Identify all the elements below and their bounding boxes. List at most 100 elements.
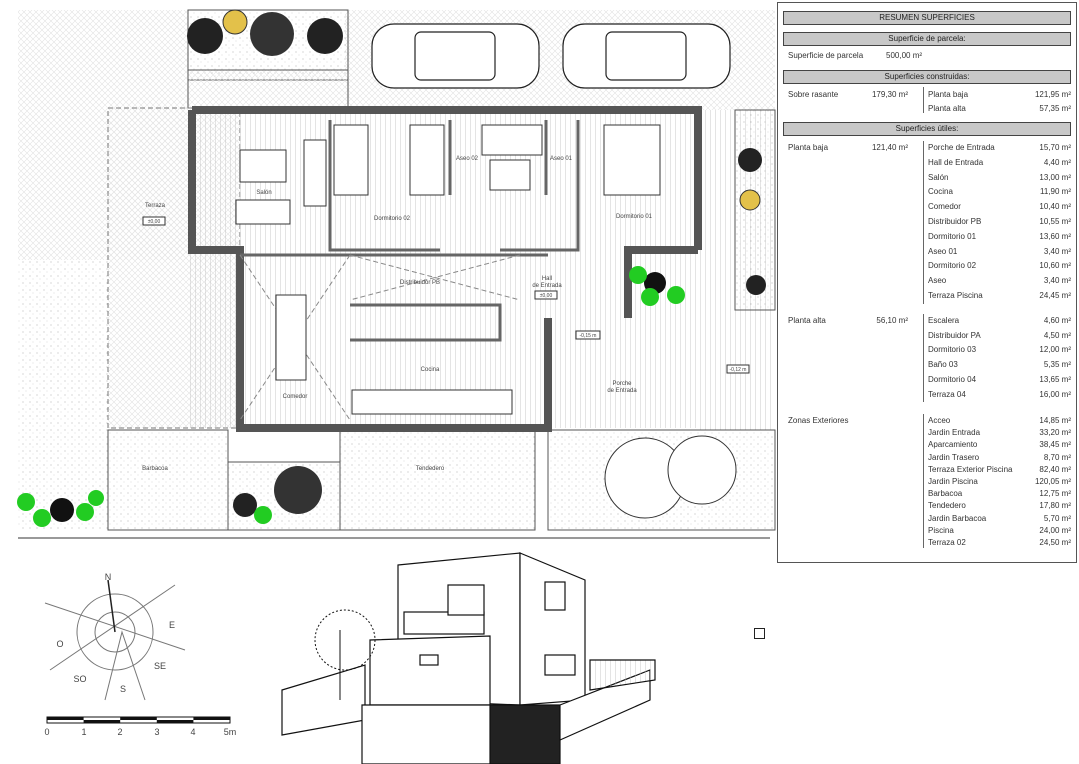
construidas-item-name: Planta alta (928, 104, 966, 113)
room-label: Aseo 01 (550, 156, 573, 162)
surface-item-value: 16,00 m² (1039, 389, 1071, 399)
compass-n: N (105, 572, 112, 582)
surface-item-value: 5,70 m² (1043, 513, 1071, 523)
car-icon (371, 23, 540, 89)
scale-bar (46, 716, 231, 724)
surface-item-value: 4,50 m² (1043, 330, 1071, 340)
house-perspective-sketch (281, 552, 656, 764)
group-label: Zonas Exteriores (788, 416, 849, 425)
room-label: Salón (256, 190, 271, 196)
parcela-header: Superficie de parcela: (783, 32, 1071, 46)
surface-item-value: 8,70 m² (1043, 452, 1071, 462)
checkbox[interactable] (754, 628, 765, 639)
group-total: 121,40 m² (871, 143, 908, 152)
surface-item-value: 24,00 m² (1039, 525, 1071, 535)
surface-item-name: Dormitorio 04 (928, 374, 977, 384)
parcela-label: Superficie de parcela (788, 51, 864, 60)
surface-item-name: Dormitorio 01 (928, 231, 977, 241)
surface-item-value: 3,40 m² (1043, 276, 1071, 286)
compass-e: E (169, 620, 175, 630)
level-mark: ±0,00 (148, 219, 161, 225)
surface-item-value: 3,40 m² (1043, 246, 1071, 256)
scale-tick: 3 (154, 727, 159, 737)
surface-item-name: Cocina (928, 187, 953, 197)
scale-tick: 0 (44, 727, 49, 737)
surface-item-name: Jardin Entrada (928, 428, 981, 438)
surface-item-name: Terraza 04 (928, 389, 966, 399)
surface-item-name: Dormitorio 03 (928, 345, 977, 355)
barbacoa-area (107, 429, 229, 531)
construidas-item-value: 57,35 m² (1039, 104, 1071, 113)
tree-icon (17, 9, 766, 527)
surface-item-value: 38,45 m² (1039, 440, 1071, 450)
summary-title: RESUMEN SUPERFICIES (783, 11, 1071, 25)
surface-item-value: 10,40 m² (1039, 202, 1071, 212)
room-label: Cocina (421, 367, 440, 373)
scale-tick: 1 (81, 727, 86, 737)
surface-item-value: 4,60 m² (1043, 316, 1071, 325)
level-mark: -0,15 m (580, 333, 597, 339)
compass-s: S (120, 684, 126, 694)
compass-so: SO (73, 674, 86, 684)
room-label: de Entrada (607, 388, 637, 394)
walls (188, 106, 702, 432)
surface-item-name: Distribuidor PB (928, 217, 982, 226)
room-label: Porche (612, 381, 632, 387)
surface-summary-table: RESUMEN SUPERFICIES Superficie de parcel… (777, 2, 1077, 563)
surface-item-name: Tendedero (928, 501, 966, 511)
surface-item-name: Terraza Piscina (928, 291, 983, 300)
surface-item-name: Piscina (928, 525, 954, 535)
construidas-label: Sobre rasante (788, 90, 839, 99)
surface-item-value: 5,35 m² (1043, 360, 1071, 370)
surface-item-name: Hall de Entrada (928, 157, 984, 167)
surface-item-name: Jardin Trasero (928, 452, 980, 462)
surface-item-name: Jardin Barbacoa (928, 513, 987, 523)
compass-rose (44, 579, 186, 701)
surface-item-value: 13,65 m² (1039, 374, 1071, 384)
scale-tick: 4 (190, 727, 195, 737)
tree-icon (314, 609, 376, 700)
compass-o: O (56, 639, 63, 649)
compass-se: SE (154, 661, 166, 671)
surface-item-value: 12,00 m² (1039, 345, 1071, 355)
room-label: Terraza (145, 203, 166, 209)
surface-item-value: 13,00 m² (1039, 172, 1071, 182)
group-label: Planta alta (788, 316, 826, 325)
surface-item-value: 17,80 m² (1039, 501, 1071, 511)
construidas-item-value: 121,95 m² (1034, 90, 1071, 99)
surface-item-name: Comedor (928, 202, 961, 212)
surface-item-name: Distribuidor PA (928, 330, 981, 340)
group-label: Planta baja (788, 143, 829, 152)
construidas-header: Superficies construidas: (783, 70, 1071, 84)
surface-item-name: Escalera (928, 316, 960, 325)
surface-item-value: 10,60 m² (1039, 261, 1071, 271)
surface-item-value: 11,90 m² (1040, 187, 1071, 197)
surface-item-value: 12,75 m² (1039, 489, 1071, 499)
surface-item-value: 15,70 m² (1039, 143, 1071, 152)
room-label: Barbacoa (142, 466, 168, 472)
surface-item-value: 14,85 m² (1039, 416, 1071, 425)
room-label: Dormitorio 02 (374, 216, 411, 222)
surface-item-name: Terraza Exterior Piscina (928, 464, 1013, 474)
room-label: Comedor (283, 394, 308, 400)
garden-area (18, 260, 108, 530)
level-mark: -0,12 m (730, 367, 747, 373)
scale-tick: 2 (117, 727, 122, 737)
room-label: Aseo 02 (456, 156, 479, 162)
group-total: 56,10 m² (876, 316, 908, 325)
surface-item-value: 24,50 m² (1039, 538, 1071, 547)
surface-item-value: 13,60 m² (1039, 231, 1071, 241)
parcela-value: 500,00 m² (886, 51, 923, 60)
surface-item-name: Acceo (928, 416, 951, 425)
tendedero-area (339, 429, 536, 531)
room-label: de Entrada (532, 283, 562, 289)
surface-item-name: Dormitorio 02 (928, 261, 977, 271)
porch-floor (548, 318, 698, 428)
surface-item-name: Porche de Entrada (928, 143, 995, 152)
scale-tick: 5m (224, 727, 237, 737)
surface-item-value: 33,20 m² (1039, 428, 1071, 438)
surface-item-value: 24,45 m² (1039, 291, 1071, 300)
surface-item-name: Aseo (928, 276, 947, 286)
construidas-value: 179,30 m² (871, 90, 908, 99)
surface-item-value: 120,05 m² (1034, 477, 1071, 486)
